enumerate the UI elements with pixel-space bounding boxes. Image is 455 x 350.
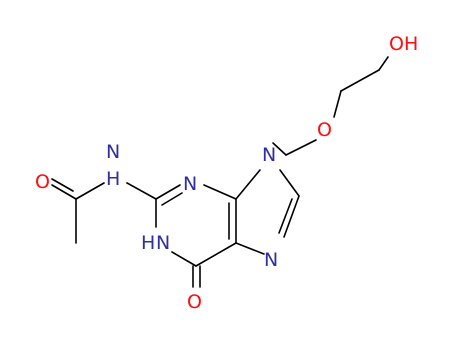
bond-c8-n7-2 bbox=[278, 198, 293, 234]
bond-c4-n9 bbox=[235, 169, 261, 200]
bond-nh-c2 bbox=[126, 182, 157, 200]
bond-ch2-oh bbox=[378, 56, 389, 71]
hydroxyl-label: OH bbox=[389, 33, 418, 55]
bond-c2-n3-1 bbox=[155, 184, 181, 200]
bond-ether-ch2 bbox=[333, 90, 342, 118]
bond-layer bbox=[51, 56, 389, 288]
bond-c8-n7-1 bbox=[283, 195, 300, 238]
amide-nitrogen-label: N bbox=[106, 141, 120, 163]
c6-oxygen-label: O bbox=[187, 291, 202, 313]
bond-n7-c5 bbox=[235, 242, 265, 255]
bond-c6-n1 bbox=[171, 251, 197, 267]
bond-ch2-ch2 bbox=[340, 69, 380, 92]
n7-label: N bbox=[264, 249, 278, 271]
bond-n9-ch2 bbox=[272, 142, 287, 156]
bond-n3-c4 bbox=[203, 184, 237, 200]
bond-carbonyl-oxygen-2 bbox=[51, 178, 74, 192]
bond-n9-c8 bbox=[279, 169, 300, 197]
ether-oxygen-label: O bbox=[317, 119, 332, 141]
bond-c2-n3-2 bbox=[161, 192, 183, 206]
bond-carbonyl-nh bbox=[75, 182, 105, 200]
bond-c5-c6 bbox=[195, 242, 237, 267]
acetyl-oxygen-label: O bbox=[35, 171, 50, 193]
n1-hydrogen-label: H bbox=[141, 232, 155, 254]
bond-ch2-ether bbox=[285, 139, 317, 156]
n9-label: N bbox=[262, 144, 276, 166]
amide-hydrogen-label: H bbox=[106, 168, 120, 190]
n1-label: N bbox=[156, 232, 170, 254]
n3-label: N bbox=[183, 173, 197, 195]
atom-label-layer: O N H N N N H N O O OH bbox=[35, 33, 418, 313]
bond-carbonyl-oxygen-1 bbox=[51, 184, 77, 200]
